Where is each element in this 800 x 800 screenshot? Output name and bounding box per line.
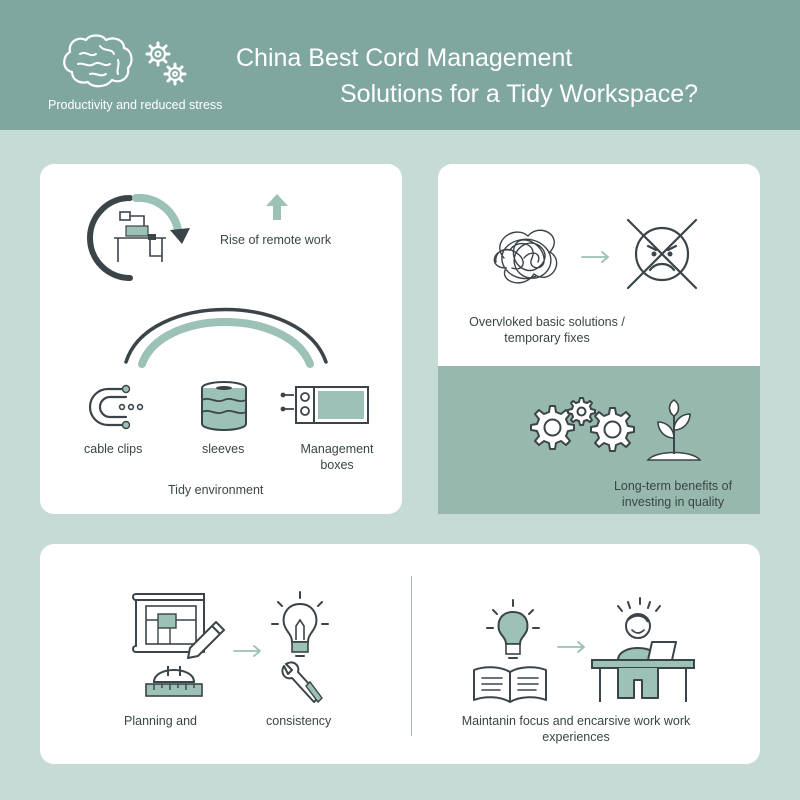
- arrow-right-icon: [557, 641, 585, 653]
- arc-connector: [124, 307, 328, 368]
- page-title-line-2: Solutions for a Tidy Workspace?: [340, 80, 699, 108]
- blueprint-pencil-icon: [132, 593, 225, 659]
- gears-icon: [145, 41, 187, 86]
- focus-label: Maintanin focus and encarsive work work …: [461, 714, 691, 744]
- growing-plant-icon: [646, 399, 702, 461]
- cable-clips-label: cable clips: [84, 442, 143, 456]
- gears-icon: [530, 397, 635, 452]
- card-divider: [411, 576, 412, 736]
- consistency-label: consistency: [266, 714, 332, 728]
- management-box-icon: [280, 386, 369, 424]
- lightbulb-icon: [271, 591, 329, 657]
- helmet-ruler-icon: [145, 666, 203, 697]
- management-boxes-label: Management boxes: [300, 442, 374, 472]
- header-banner: Productivity and reduced stress China Be…: [0, 0, 800, 130]
- person-at-desk-icon: [591, 597, 695, 702]
- remote-work-label: Rise of remote work: [220, 233, 332, 247]
- arrow-right-icon: [233, 645, 261, 657]
- wrench-tool-icon: [281, 661, 323, 704]
- brain-icon: [63, 34, 133, 88]
- workspace-cycle-icon: [87, 193, 190, 281]
- frustrated-face-icon: [626, 218, 698, 290]
- sleeve-icon: [201, 381, 247, 431]
- tidy-environment-card: [40, 164, 402, 514]
- sleeves-label: sleeves: [202, 442, 245, 456]
- tangled-cord-icon: [493, 229, 558, 284]
- overlooked-solutions-label: Overvloked basic solutions / temporary f…: [469, 315, 625, 345]
- long-term-benefits-label: Long-term benefits of investing in quali…: [613, 479, 733, 509]
- open-book-icon: [473, 666, 547, 703]
- planning-label: Planning and: [124, 714, 197, 728]
- tidy-environment-label: Tidy environment: [168, 483, 264, 497]
- arrow-right-icon: [581, 251, 609, 263]
- cable-clip-icon: [88, 384, 144, 430]
- up-arrow-icon: [266, 194, 288, 220]
- lightbulb-icon: [486, 599, 540, 659]
- header-subtitle: Productivity and reduced stress: [48, 98, 223, 112]
- page-title-line-1: China Best Cord Management: [236, 44, 573, 72]
